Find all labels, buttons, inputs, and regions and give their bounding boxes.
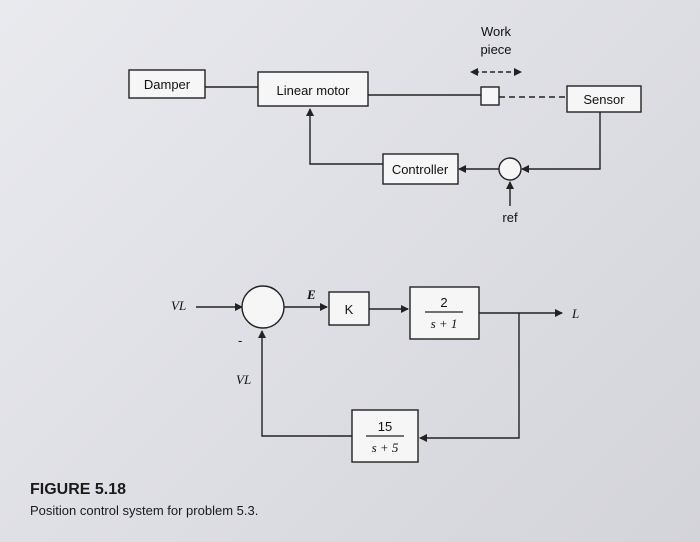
- ref-label: ref: [502, 210, 518, 225]
- motion-arrow-left-head: [470, 68, 478, 76]
- work-piece-label-1: Work: [481, 24, 512, 39]
- plant-numerator: 2: [440, 295, 447, 310]
- controller-to-motor: [306, 108, 383, 165]
- damper-label: Damper: [144, 77, 191, 92]
- plant-denominator: s + 1: [431, 316, 458, 331]
- feedback-numerator: 15: [378, 419, 392, 434]
- linear-motor-label: Linear motor: [277, 83, 351, 98]
- figure-title: FIGURE 5.18: [30, 481, 127, 498]
- error-label: E: [306, 287, 316, 302]
- work-piece-label-2: piece: [480, 42, 511, 57]
- sensor-box: [566, 85, 642, 113]
- controller-box: [382, 153, 459, 185]
- gain-box: [328, 291, 370, 326]
- feedback-to-junction: [258, 330, 352, 437]
- sensor-feedback-line: [521, 112, 601, 173]
- figure-description: Position control system for problem 5.3.: [30, 503, 259, 518]
- controller-label: Controller: [392, 162, 449, 177]
- minus-sign: -: [238, 333, 242, 348]
- feedback-signal-label: VL: [236, 372, 251, 387]
- input-label: VL: [171, 298, 186, 313]
- work-piece-block: [480, 86, 500, 106]
- feedback-box: [351, 409, 419, 463]
- bottom-summing-junction: [241, 285, 285, 329]
- sensor-label: Sensor: [583, 92, 625, 107]
- output-label: L: [571, 306, 579, 321]
- output-to-feedback: [419, 313, 520, 442]
- linear-motor-box: [257, 71, 369, 107]
- plant-box: [409, 286, 480, 340]
- gain-label: K: [345, 302, 354, 317]
- damper-box: [128, 69, 206, 99]
- feedback-denominator: s + 5: [372, 440, 399, 455]
- top-summing-junction: [498, 157, 522, 181]
- motion-arrow-right-head: [514, 68, 522, 76]
